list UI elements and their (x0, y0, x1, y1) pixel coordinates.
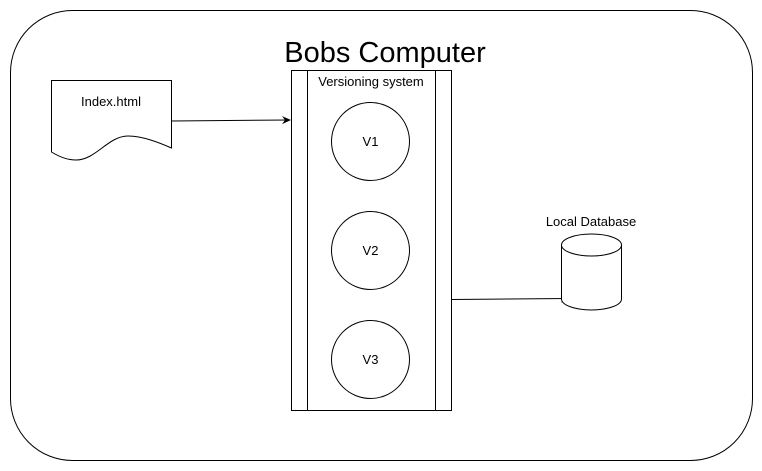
local-database: Local Database (546, 214, 636, 311)
version-circle (331, 211, 410, 290)
versioning-system: Versioning system V1 V2 V3 (291, 70, 452, 411)
version-label: V1 (363, 134, 379, 149)
database-label: Local Database (546, 214, 636, 229)
database-cylinder-body (561, 245, 622, 311)
version-node-v2: V2 (331, 211, 410, 290)
versioning-system-title: Versioning system (318, 74, 424, 89)
version-circle (331, 320, 410, 399)
arrow-versioning-to-database (451, 294, 570, 303)
document-index-html: Index.html (51, 80, 172, 161)
version-label: V3 (363, 352, 379, 367)
arrow-document-to-versioning (171, 116, 291, 125)
version-node-v3: V3 (331, 320, 410, 399)
document-shape (51, 80, 172, 161)
version-node-v1: V1 (331, 102, 410, 181)
database-cylinder-top (561, 233, 622, 257)
version-circle (331, 102, 410, 181)
document-label: Index.html (81, 94, 141, 109)
container-title: Bobs Computer (284, 37, 486, 69)
version-label: V2 (363, 243, 379, 258)
